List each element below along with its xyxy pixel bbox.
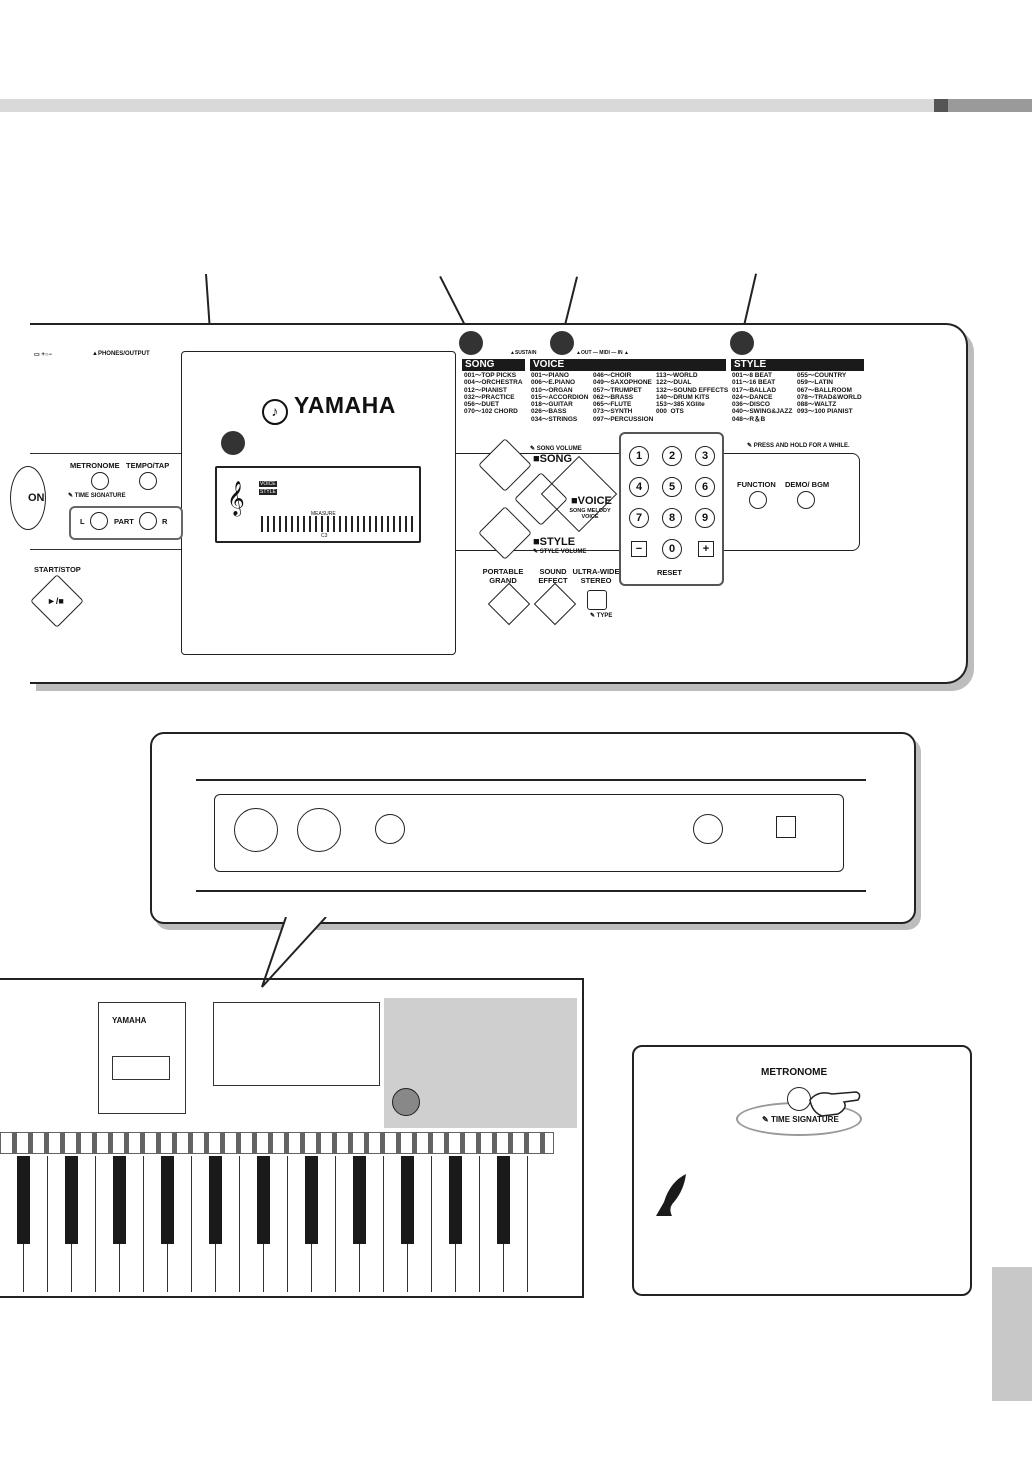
plus-button[interactable]: + [698, 541, 714, 557]
num-4-button[interactable]: 4 [629, 477, 649, 497]
voice-label: ■VOICE [571, 495, 612, 507]
num-2-button[interactable]: 2 [662, 446, 682, 466]
mini-lcd [112, 1056, 170, 1080]
mini-yamaha-logo: YAMAHA [112, 1016, 147, 1025]
side-tab [992, 1267, 1032, 1401]
mini-button-panel [213, 1002, 380, 1086]
voice-list-header: VOICE [530, 359, 726, 371]
number-pad: 1 2 3 4 5 6 7 8 9 − 0 + RESET [619, 432, 724, 586]
sound-effect-label: SOUND EFFECT [538, 567, 568, 585]
start-stop-label: START/STOP [34, 565, 81, 574]
num-8-button[interactable]: 8 [662, 508, 682, 528]
song-volume-label: ✎ SONG VOLUME [530, 446, 582, 452]
num-6-button[interactable]: 6 [695, 477, 715, 497]
reset-label: RESET [657, 568, 683, 577]
midi-in-jack [297, 808, 341, 852]
lcd-voice-indicator: VOICE [259, 481, 277, 487]
tempo-tap-button[interactable] [139, 472, 157, 490]
callout-marker-voice [550, 331, 574, 355]
part-l-button[interactable] [90, 512, 108, 530]
callout-marker-song [459, 331, 483, 355]
metronome-label: METRONOME [70, 461, 120, 470]
treble-clef-icon: 𝄞 [227, 482, 245, 515]
speaker-grille-icon [392, 1088, 420, 1116]
num-1-button[interactable]: 1 [629, 446, 649, 466]
display-panel [181, 351, 456, 655]
part-r-label: R [162, 517, 168, 526]
play-stop-icon: ►/■ [47, 596, 64, 606]
power-button[interactable] [10, 466, 46, 530]
style-list-col1: 001～8 BEAT 011～16 BEAT 017～BALLAD 024～DA… [732, 372, 793, 423]
ultra-wide-stereo-label: ULTRA-WIDE STEREO [572, 567, 620, 585]
song-list: 001～TOP PICKS 004～ORCHESTRA 012～PIANIST … [464, 372, 523, 416]
lcd-style-indicator: STYLE [259, 489, 277, 495]
num-7-button[interactable]: 7 [629, 508, 649, 528]
finger-press-icon [809, 1091, 861, 1117]
callout-marker-display [221, 431, 245, 455]
function-button[interactable] [749, 491, 767, 509]
lcd-measure-label: MEASURE [311, 511, 336, 517]
press-hold-label: ✎ PRESS AND HOLD FOR A WHILE. [747, 443, 850, 449]
hold-quill-icon [656, 1174, 686, 1216]
tip-metronome-button [787, 1087, 811, 1111]
song-label: ■SONG [533, 453, 573, 465]
part-r-button[interactable] [139, 512, 157, 530]
midi-out-jack [234, 808, 278, 852]
voice-list-col1: 001～PIANO 006～E.PIANO 010～ORGAN 015～ACCO… [531, 372, 589, 423]
callout-tail [261, 917, 327, 988]
num-0-button[interactable]: 0 [662, 539, 682, 559]
rear-line-top [196, 779, 866, 781]
header-bar [0, 99, 1032, 112]
keyboard-illustration [0, 978, 584, 1298]
part-l-label: L [80, 517, 85, 526]
tip-metronome-label: METRONOME [761, 1067, 828, 1078]
song-melody-voice-label: SONG MELODY VOICE [569, 508, 611, 520]
style-volume-label: ✎ STYLE VOLUME [533, 549, 587, 555]
tip-box [632, 1045, 972, 1296]
phones-jack [693, 814, 723, 844]
tip-time-signature-label: ✎ TIME SIGNATURE [762, 1115, 839, 1124]
midi-label: ▲OUT — MIDI — IN ▲ [576, 350, 629, 356]
sustain-jack [375, 814, 405, 844]
jack-symbols: ▭ +○− [34, 352, 52, 358]
dc-in-jack [776, 816, 796, 838]
num-3-button[interactable]: 3 [695, 446, 715, 466]
callout-marker-style [730, 331, 754, 355]
phones-output-label: ▲PHONES/OUTPUT [92, 351, 150, 357]
sustain-label: ▲SUSTAIN [510, 350, 537, 356]
part-label: PART [114, 517, 134, 526]
rear-line-bottom [196, 890, 866, 892]
demo-bgm-button[interactable] [797, 491, 815, 509]
time-signature-label: ✎ TIME SIGNATURE [68, 493, 126, 499]
style-list-header: STYLE [731, 359, 864, 371]
panel-stripe-bottom [30, 549, 181, 550]
lcd-keyboard [261, 516, 415, 532]
mini-display-panel [98, 1002, 186, 1114]
style-list-col2: 055～COUNTRY 059～LATIN 067～BALLROOM 078～T… [797, 372, 862, 416]
song-list-header: SONG [462, 359, 525, 371]
style-label: ■STYLE [533, 536, 576, 548]
type-label: ✎ TYPE [590, 613, 613, 619]
voice-list-col3: 113～WORLD 122～DUAL 132～SOUND EFFECTS 140… [656, 372, 729, 416]
lcd-display: 𝄞 VOICE STYLE MEASURE C3 [215, 466, 421, 543]
voice-list-col2: 046～CHOIR 049～SAXOPHONE 057～TRUMPET 062～… [593, 372, 654, 423]
part-group [69, 506, 183, 540]
minus-button[interactable]: − [631, 541, 647, 557]
function-label: FUNCTION [737, 480, 776, 489]
ultra-wide-stereo-button[interactable] [587, 590, 607, 610]
black-keys [0, 1156, 540, 1244]
num-9-button[interactable]: 9 [695, 508, 715, 528]
power-label: ON [28, 492, 45, 504]
num-5-button[interactable]: 5 [662, 477, 682, 497]
demo-bgm-label: DEMO/ BGM [785, 480, 830, 489]
metronome-button[interactable] [91, 472, 109, 490]
portable-grand-label: PORTABLE GRAND [482, 567, 524, 585]
lcd-c3-label: C3 [321, 533, 328, 539]
yamaha-logo: ♪YAMAHA [262, 392, 396, 425]
tempo-tap-label: TEMPO/TAP [126, 461, 170, 470]
panel-stripe-top [30, 453, 181, 454]
key-label-strip [0, 1132, 554, 1154]
